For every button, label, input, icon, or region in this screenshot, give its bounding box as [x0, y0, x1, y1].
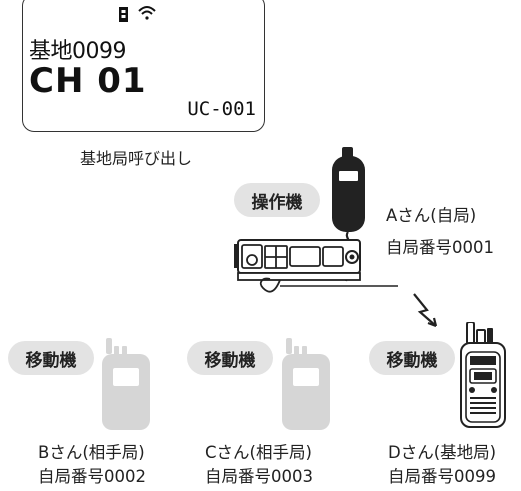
operator-name: Aさん(自局) [386, 206, 477, 225]
mobile-name-b: Bさん(相手局) [38, 443, 145, 462]
lcd-channel-text: CH 01 [29, 61, 147, 101]
handheld-radio-icon-d [460, 322, 506, 428]
lcd-caption: 基地局呼び出し [80, 149, 193, 168]
operator-badge: 操作機 [234, 183, 320, 217]
handheld-radio-icon-b [102, 338, 150, 430]
lcd-screen: 基地0099 CH 01 UC-001 [22, 0, 265, 132]
mobile-badge-b: 移動機 [8, 341, 94, 375]
handheld-radio-icon-c [282, 338, 330, 430]
lcd-code-text: UC-001 [187, 98, 256, 120]
mobile-number-c: 自局番号0003 [205, 467, 313, 486]
microphone-icon [332, 147, 365, 232]
transceiver-icon [234, 239, 361, 281]
base-radio-illustration [234, 147, 398, 293]
mobile-number-d: 自局番号0099 [388, 467, 496, 486]
mobile-badge-d: 移動機 [369, 341, 455, 375]
mobile-name-c: Cさん(相手局) [205, 443, 312, 462]
lcd-station-text: 基地0099 [29, 39, 127, 64]
signal-icon [138, 6, 156, 20]
mobile-badge-c: 移動機 [187, 341, 273, 375]
operator-number: 自局番号0001 [386, 238, 494, 257]
lcd-status-icons [119, 6, 156, 22]
battery-icon [119, 7, 128, 22]
mobile-number-b: 自局番号0002 [38, 467, 146, 486]
mobile-name-d: Dさん(基地局) [388, 443, 497, 462]
radio-signal-icon [413, 293, 438, 328]
